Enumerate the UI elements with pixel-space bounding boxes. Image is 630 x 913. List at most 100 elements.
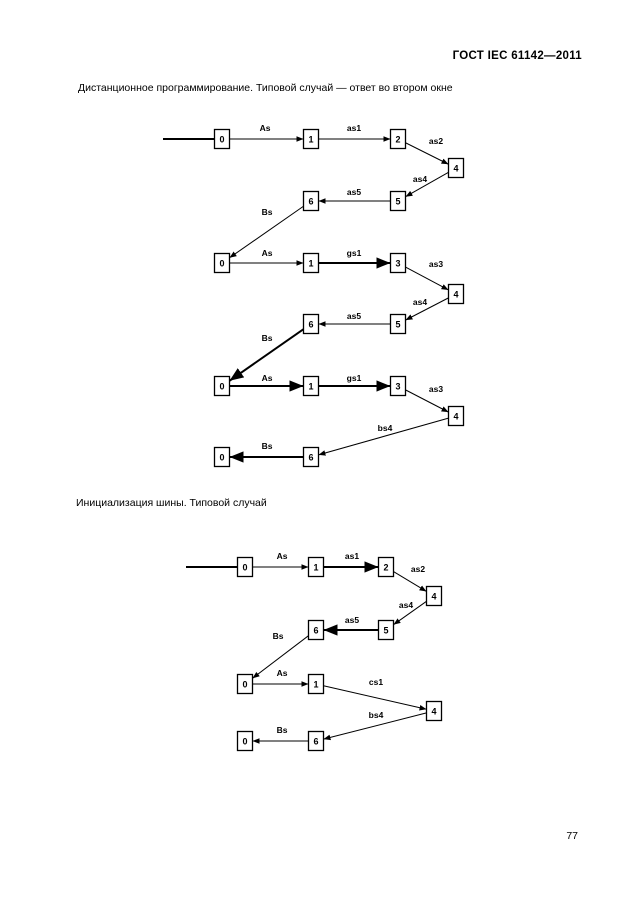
d2-state-label-9: 0 [242,737,247,747]
d1-state-label-5: 6 [308,197,313,207]
d2-arrow-label-0: As [277,551,288,561]
d2-state-box-3 [425,585,443,607]
d1-arrow-label-7: gs1 [347,248,362,258]
d1-state-box-12 [213,375,231,397]
d2-state-box-6 [236,673,254,695]
d1-arrow-label-16: Bs [262,441,273,451]
d1-state-label-4: 5 [395,197,400,207]
d1-arrow-label-3: as4 [413,174,427,184]
d1-state-box-15 [447,405,465,427]
d1-state-label-15: 4 [453,412,458,422]
d1-arrow-label-0: As [260,123,271,133]
caption-remote-programming: Дистанционное программирование. Типовой … [78,82,453,94]
d1-state-label-12: 0 [219,382,224,392]
d2-arrow-label-6: As [277,668,288,678]
d1-arrow-label-10: as5 [347,311,361,321]
d1-arrow-8 [405,266,449,291]
d2-state-box-4 [377,619,395,641]
document-header: ГОСТ IEC 61142—2011 [452,50,582,62]
d1-state-label-2: 2 [395,135,400,145]
d2-arrow-label-3: as4 [399,600,413,610]
d1-state-label-9: 4 [453,290,458,300]
d2-state-box-7 [307,673,325,695]
d2-state-label-3: 4 [431,592,436,602]
d1-state-box-2 [389,128,407,150]
d2-state-box-10 [307,730,325,752]
d2-state-box-2 [377,556,395,578]
d1-state-label-7: 1 [308,259,313,269]
d1-state-box-10 [389,313,407,335]
d1-state-label-0: 0 [219,135,224,145]
d1-arrow-label-15: bs4 [378,423,393,433]
d1-arrow-label-4: as5 [347,187,361,197]
d2-state-box-1 [307,556,325,578]
d2-arrow-label-1: as1 [345,551,359,561]
d1-arrow-11 [228,328,305,382]
d1-state-box-16 [213,446,231,468]
d2-arrow-label-4: as5 [345,615,359,625]
d2-state-box-8 [425,700,443,722]
d2-state-label-0: 0 [242,563,247,573]
d1-state-label-16: 0 [219,453,224,463]
d1-arrow-5 [229,205,304,259]
d1-state-label-1: 1 [308,135,313,145]
d1-state-box-1 [302,128,320,150]
caption-bus-initialization: Инициализация шины. Типовой случай [76,497,267,509]
d1-arrow-label-5: Bs [262,207,273,217]
d1-arrow-3 [405,171,449,198]
d2-state-box-0 [236,556,254,578]
d1-state-box-9 [447,283,465,305]
d1-arrow-label-11: Bs [262,333,273,343]
d1-state-label-6: 0 [219,259,224,269]
d1-state-box-3 [447,157,465,179]
d2-state-label-1: 1 [313,563,318,573]
d2-state-label-6: 0 [242,680,247,690]
d2-state-label-10: 6 [313,737,318,747]
d1-state-box-7 [302,252,320,274]
d1-state-label-3: 4 [453,164,458,174]
d1-arrow-14 [405,389,449,413]
d2-arrow-3 [393,600,427,626]
d2-arrow-label-2: as2 [411,564,425,574]
d2-arrow-5 [252,635,309,679]
d2-arrow-2 [393,571,427,592]
d1-arrow-label-6: As [262,248,273,258]
d1-arrow-label-2: as2 [429,136,443,146]
d1-arrow-9 [405,297,449,321]
d2-state-label-2: 2 [383,563,388,573]
d2-arrow-label-9: Bs [277,725,288,735]
d1-arrow-label-14: as3 [429,384,443,394]
d2-arrow-8 [323,712,427,741]
d1-state-box-11 [302,313,320,335]
d1-state-label-11: 6 [308,320,313,330]
d2-state-label-7: 1 [313,680,318,690]
d1-arrow-label-9: as4 [413,297,427,307]
d2-state-box-9 [236,730,254,752]
d2-arrow-label-5: Bs [273,631,284,641]
d2-arrow-label-8: bs4 [369,710,384,720]
d1-state-box-14 [389,375,407,397]
d2-arrow-7 [323,685,427,711]
d1-state-box-5 [302,190,320,212]
d1-arrow-label-13: gs1 [347,373,362,383]
d1-state-box-0 [213,128,231,150]
d1-state-box-6 [213,252,231,274]
d1-arrow-2 [405,142,449,165]
d1-state-label-17: 6 [308,453,313,463]
d2-state-box-5 [307,619,325,641]
d2-arrow-label-7: cs1 [369,677,383,687]
d2-state-label-8: 4 [431,707,436,717]
d1-state-label-8: 3 [395,259,400,269]
d1-state-box-13 [302,375,320,397]
d1-arrow-15 [318,417,449,456]
d2-state-label-4: 5 [383,626,388,636]
d2-state-label-5: 6 [313,626,318,636]
d1-arrow-label-12: As [262,373,273,383]
d1-state-label-10: 5 [395,320,400,330]
d1-state-box-4 [389,190,407,212]
d1-state-box-17 [302,446,320,468]
d1-state-label-14: 3 [395,382,400,392]
